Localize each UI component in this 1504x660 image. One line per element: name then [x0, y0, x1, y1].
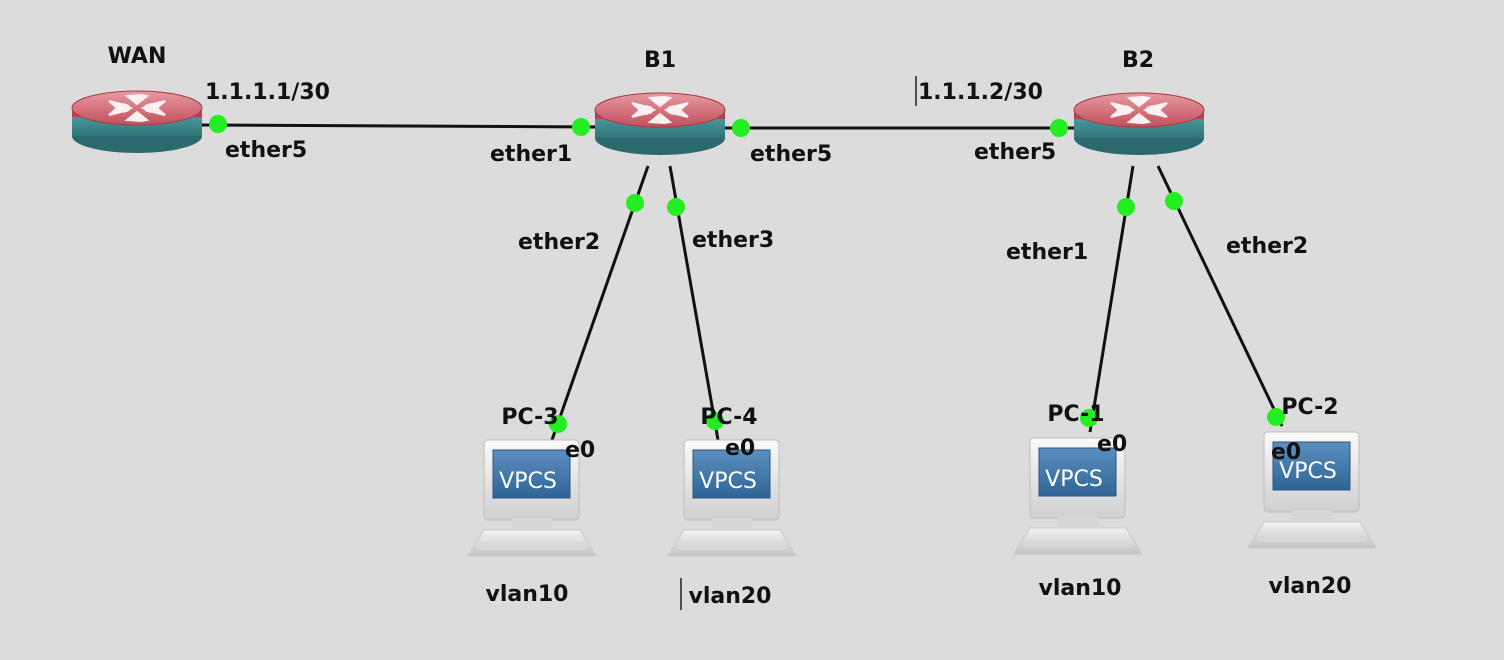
- link-wan-b1[interactable]: [199, 123, 599, 129]
- note-pc2-vlan[interactable]: vlan20: [1268, 574, 1351, 599]
- note-pc1-vlan[interactable]: vlan10: [1038, 576, 1121, 601]
- port-dot-b1-ether5[interactable]: [732, 119, 750, 137]
- port-label-pc2-e0: e0: [1271, 440, 1301, 465]
- link-b2-pc2[interactable]: [1156, 165, 1284, 427]
- port-dot-b2-ether2[interactable]: [1165, 192, 1183, 210]
- port-label-pc3-e0: e0: [565, 438, 595, 463]
- node-name-b2: B2: [1122, 48, 1154, 73]
- pc-1[interactable]: VPCS: [1013, 437, 1143, 555]
- port-dot-pc1-e0[interactable]: [1080, 409, 1098, 427]
- vpcs-screen-label: VPCS: [499, 469, 557, 494]
- router-b1[interactable]: [594, 92, 726, 156]
- node-name-pc4: PC-4: [700, 405, 757, 430]
- vpcs-screen-label: VPCS: [1279, 459, 1337, 484]
- port-dot-pc4-e0[interactable]: [706, 412, 724, 430]
- router-b2[interactable]: [1073, 92, 1205, 156]
- ip-annotation-b2[interactable]: 1.1.1.2/30: [918, 80, 1043, 105]
- port-dot-b2-ether1[interactable]: [1117, 198, 1135, 216]
- port-label-b1-ether5: ether5: [750, 142, 832, 167]
- port-label-wan-ether5: ether5: [225, 138, 307, 163]
- node-name-pc2: PC-2: [1281, 395, 1338, 420]
- router-icon: [1073, 92, 1205, 156]
- port-label-b1-ether3: ether3: [692, 228, 774, 253]
- router-icon: [594, 92, 726, 156]
- port-dot-b1-ether3[interactable]: [667, 198, 685, 216]
- node-name-pc1: PC-1: [1047, 402, 1104, 427]
- note-pc3-vlan[interactable]: vlan10: [485, 582, 568, 607]
- pc-3[interactable]: VPCS: [467, 439, 597, 557]
- vpcs-monitor-icon: [1247, 431, 1377, 549]
- port-dot-b1-ether2[interactable]: [626, 194, 644, 212]
- port-label-b2-ether2: ether2: [1226, 234, 1308, 259]
- port-dots: [209, 115, 1285, 433]
- ip-annotation-wan[interactable]: 1.1.1.1/30: [205, 80, 330, 105]
- port-label-pc4-e0: e0: [725, 436, 755, 461]
- pc-4[interactable]: VPCS: [667, 439, 797, 557]
- node-name-pc3: PC-3: [501, 405, 558, 430]
- port-dot-pc3-e0[interactable]: [549, 415, 567, 433]
- vpcs-screen-label: VPCS: [1045, 467, 1103, 492]
- port-label-b1-ether2: ether2: [518, 230, 600, 255]
- vpcs-screen-label: VPCS: [699, 469, 757, 494]
- port-dot-b1-ether1[interactable]: [572, 118, 590, 136]
- note-pc4-vlan[interactable]: vlan20: [688, 584, 771, 609]
- port-dot-wan-ether5[interactable]: [209, 115, 227, 133]
- port-dot-pc2-e0[interactable]: [1267, 408, 1285, 426]
- pc-2[interactable]: VPCS: [1247, 431, 1377, 549]
- port-dot-b2-ether5[interactable]: [1050, 119, 1068, 137]
- router-wan[interactable]: [71, 90, 203, 154]
- node-name-wan: WAN: [108, 44, 167, 69]
- link-b1-pc3[interactable]: [550, 165, 650, 441]
- port-label-b1-ether1: ether1: [490, 142, 572, 167]
- port-label-b2-ether1: ether1: [1006, 240, 1088, 265]
- port-label-b2-ether5: ether5: [974, 140, 1056, 165]
- port-label-pc1-e0: e0: [1097, 432, 1127, 457]
- node-name-b1: B1: [644, 48, 676, 73]
- router-icon: [71, 90, 203, 154]
- links: [199, 123, 1284, 441]
